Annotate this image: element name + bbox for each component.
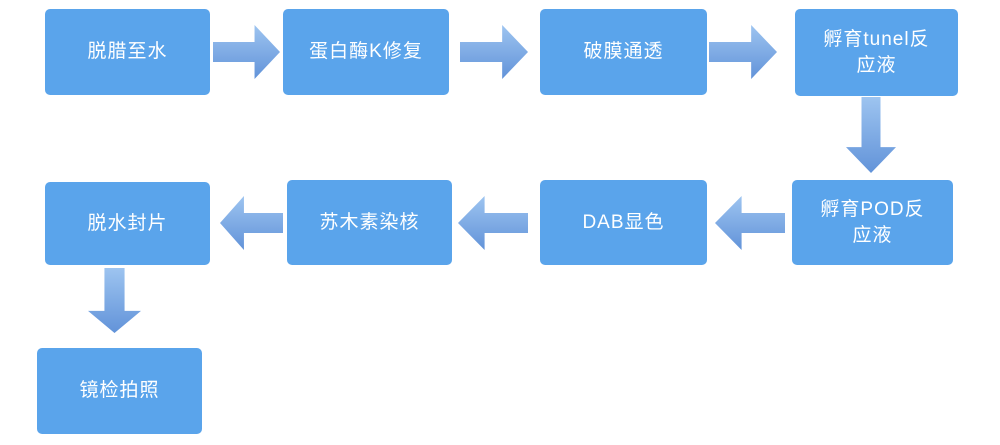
arrow-left-icon — [458, 196, 528, 250]
flow-node-pod-incubation: 孵育POD反 应液 — [792, 180, 953, 265]
flow-node-dewax-to-water: 脱腊至水 — [45, 9, 210, 95]
flow-node-membrane-permeabilization: 破膜通透 — [540, 9, 707, 95]
arrow-left-icon — [715, 196, 785, 250]
flow-node-proteinase-k-repair: 蛋白酶K修复 — [283, 9, 449, 95]
flow-node-dehydrate-coverslip: 脱水封片 — [45, 182, 210, 265]
arrow-right-icon — [460, 25, 528, 79]
flow-node-dab-staining: DAB显色 — [540, 180, 707, 265]
flow-node-tunel-incubation: 孵育tunel反 应液 — [795, 9, 958, 96]
arrow-left-icon — [220, 196, 283, 250]
arrow-right-icon — [213, 25, 280, 79]
arrow-right-icon — [709, 25, 777, 79]
flow-node-microscopy-photograph: 镜检拍照 — [37, 348, 202, 434]
arrow-down-icon — [88, 268, 141, 333]
flow-node-hematoxylin-counterstain: 苏木素染核 — [287, 180, 452, 265]
arrow-down-icon — [846, 97, 896, 173]
